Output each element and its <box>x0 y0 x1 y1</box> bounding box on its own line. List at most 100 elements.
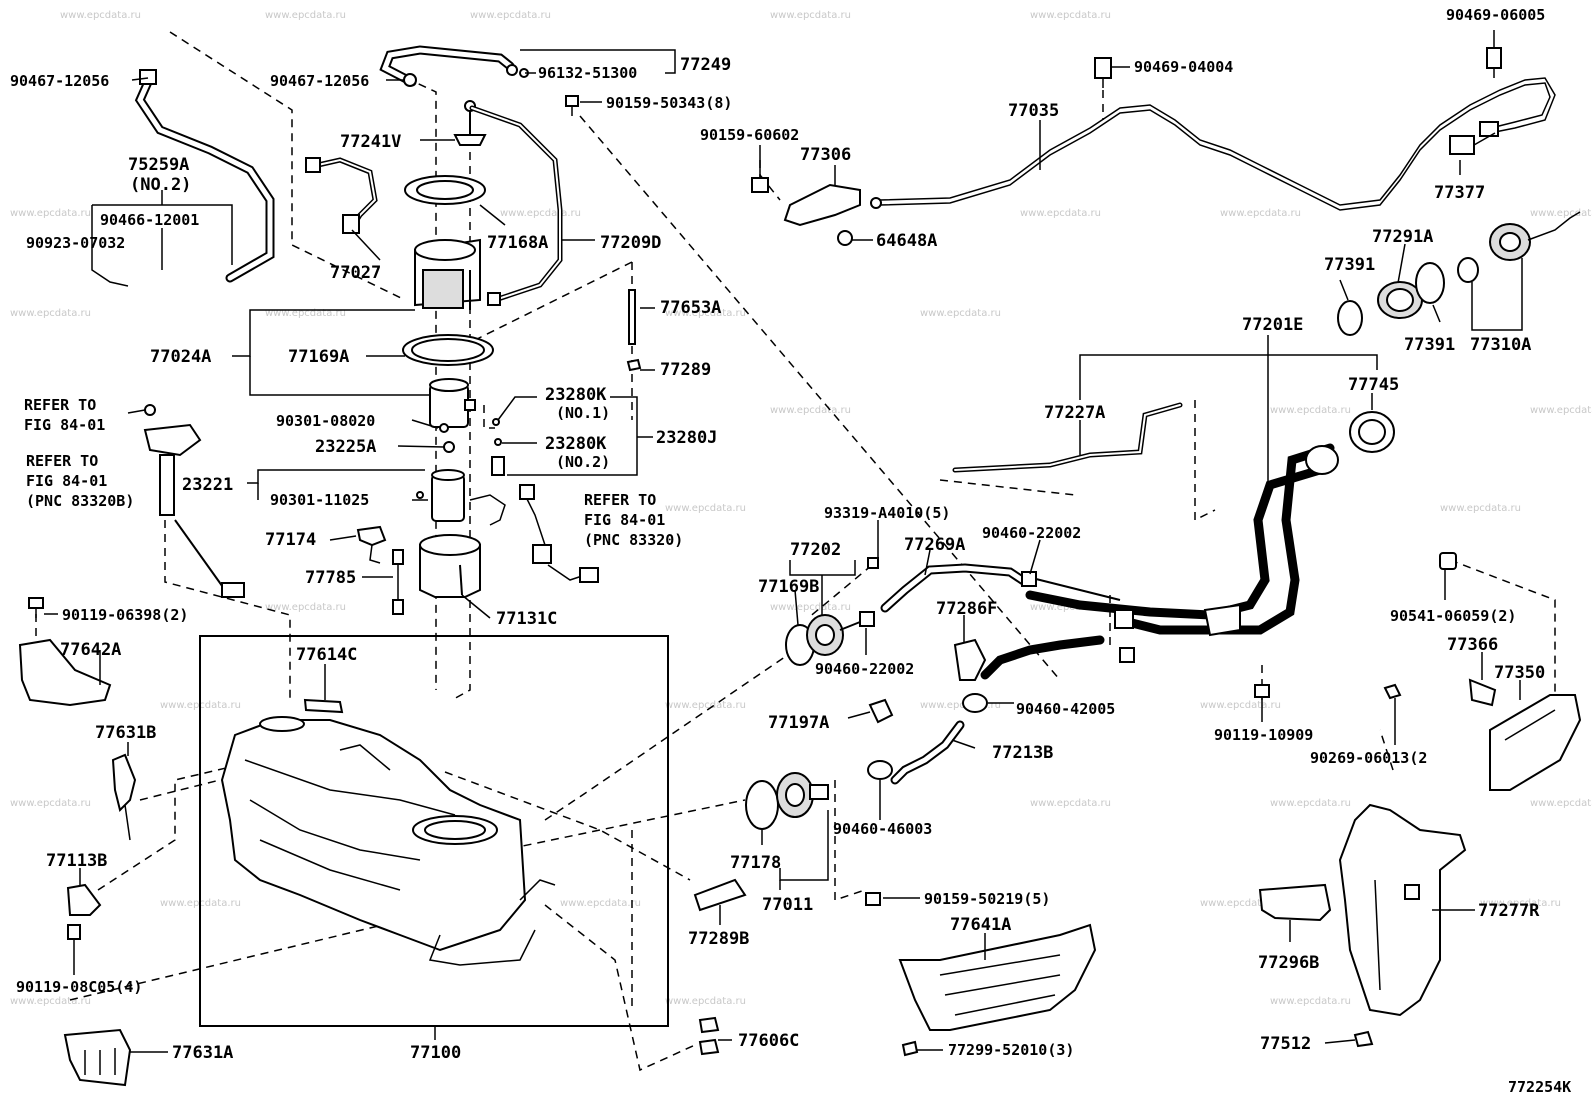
pump-bracket-77241v <box>453 100 487 146</box>
watermark: www.epcdata.ru <box>1030 10 1111 21</box>
grommet-64648a <box>837 230 853 246</box>
part-label: 77377 <box>1434 183 1485 203</box>
part-labels: 90467-12056 90467-12056 96132-51300 7724… <box>10 6 1571 1096</box>
part-label: 90119-08C05(4) <box>16 978 142 996</box>
watermark: www.epcdata.ru <box>10 996 91 1007</box>
watermark: www.epcdata.ru <box>470 10 551 21</box>
watermark: www.epcdata.ru <box>265 10 346 21</box>
clamp-icon <box>859 611 875 627</box>
part-label: 77209D <box>600 233 661 253</box>
part-label: 23280J <box>656 428 717 448</box>
fuel-tank-77100 <box>220 716 556 966</box>
part-label: 77642A <box>60 640 121 660</box>
pump-module-77024a <box>414 238 481 310</box>
reservoir-77131c <box>419 534 481 598</box>
fuel-tank-group-box <box>199 635 669 1027</box>
part-label: 77024A <box>150 347 211 367</box>
bolt-icon <box>565 95 579 116</box>
part-label: 77249 <box>680 55 731 75</box>
part-label: 77168A <box>487 233 548 253</box>
part-label: 77512 <box>1260 1034 1311 1054</box>
part-label: 90469-06005 <box>1446 6 1545 24</box>
gasket-77169a <box>402 334 494 366</box>
watermark: www.epcdata.ru <box>10 208 91 219</box>
wire-icon <box>369 544 381 564</box>
watermark: www.epcdata.ru <box>920 700 1001 711</box>
watermark: www.epcdata.ru <box>1530 405 1592 416</box>
part-label: 90301-11025 <box>270 491 369 509</box>
watermark: www.epcdata.ru <box>920 308 1001 319</box>
watermark: www.epcdata.ru <box>1530 798 1592 809</box>
part-label: 93319-A4010(5) <box>824 504 950 522</box>
part-label: 90159-60602 <box>700 126 799 144</box>
part-label: (NO.2) <box>130 175 191 195</box>
part-label: 90159-50219(5) <box>924 890 1050 908</box>
watermark: www.epcdata.ru <box>1030 798 1111 809</box>
part-label: (NO.2) <box>556 453 610 471</box>
fuel-cap-77310a <box>1489 211 1581 261</box>
part-label: 77631A <box>172 1043 233 1063</box>
refer-note: REFER TO <box>26 452 98 470</box>
inlet-cup-77745 <box>1349 411 1395 453</box>
vent-hose-75259a <box>134 69 275 283</box>
dashed-assembly-lines <box>35 31 1556 1072</box>
part-label: 23280K <box>545 385 607 405</box>
rod-77653a <box>628 289 636 345</box>
clip-77606c <box>698 1016 720 1034</box>
part-label: 77641A <box>950 915 1011 935</box>
part-label: 23225A <box>315 437 376 457</box>
refer-note: (PNC 83320) <box>584 531 683 549</box>
part-label: 96132-51300 <box>538 64 637 82</box>
o-ring-icon <box>439 423 449 433</box>
watermark: www.epcdata.ru <box>10 798 91 809</box>
watermark: www.epcdata.ru <box>1530 208 1592 219</box>
part-label: 77169B <box>758 577 819 597</box>
part-label: 77391 <box>1324 255 1375 275</box>
watermark: www.epcdata.ru <box>560 898 641 909</box>
watermark: www.epcdata.ru <box>665 308 746 319</box>
bracket-77113b <box>66 883 102 916</box>
watermark: www.epcdata.ru <box>1020 208 1101 219</box>
leader-lines <box>44 30 1523 1053</box>
watermark: www.epcdata.ru <box>770 405 851 416</box>
watermark: www.epcdata.ru <box>665 996 746 1007</box>
part-label: 77289 <box>660 360 711 380</box>
bracket-77306 <box>783 183 861 227</box>
part-label: 90466-12001 <box>100 211 199 229</box>
part-label: 90301-08020 <box>276 412 375 430</box>
part-label: 90467-12056 <box>270 72 369 90</box>
part-label: 77174 <box>265 530 316 550</box>
tube-77209d <box>469 105 563 306</box>
clip-icon <box>901 1040 919 1057</box>
strap-77631a <box>63 1028 132 1087</box>
part-label: 77202 <box>790 540 841 560</box>
part-label: 77277R <box>1478 901 1540 921</box>
harness-77785 <box>392 549 404 615</box>
part-label: 77631B <box>95 723 156 743</box>
ring-77168a <box>404 175 486 205</box>
clamp-77289b <box>693 878 747 912</box>
watermark: www.epcdata.ru <box>1220 208 1301 219</box>
hose-icon <box>980 635 1105 680</box>
watermark: www.epcdata.ru <box>665 700 746 711</box>
screw-icon <box>1383 683 1402 700</box>
part-label: 90467-12056 <box>10 72 109 90</box>
part-label: 77291A <box>1372 227 1433 247</box>
gasket-77391 <box>1415 262 1445 304</box>
part-label: 90460-22002 <box>815 660 914 678</box>
part-label: 77745 <box>1348 375 1399 395</box>
part-label: 77169A <box>288 347 349 367</box>
fuel-lid-77350 <box>1489 694 1582 791</box>
hose-77027 <box>305 157 378 234</box>
part-label: 77306 <box>800 145 851 165</box>
o-ring-icon <box>443 441 455 453</box>
plate-77202 <box>806 614 866 656</box>
o-ring-icon <box>494 438 502 446</box>
figure-code: 772254K <box>1508 1078 1571 1096</box>
parts-layer <box>18 45 1582 1087</box>
part-label: 77391 <box>1404 335 1455 355</box>
refer-note: FIG 84-01 <box>584 511 665 529</box>
watermark: www.epcdata.ru <box>10 308 91 319</box>
